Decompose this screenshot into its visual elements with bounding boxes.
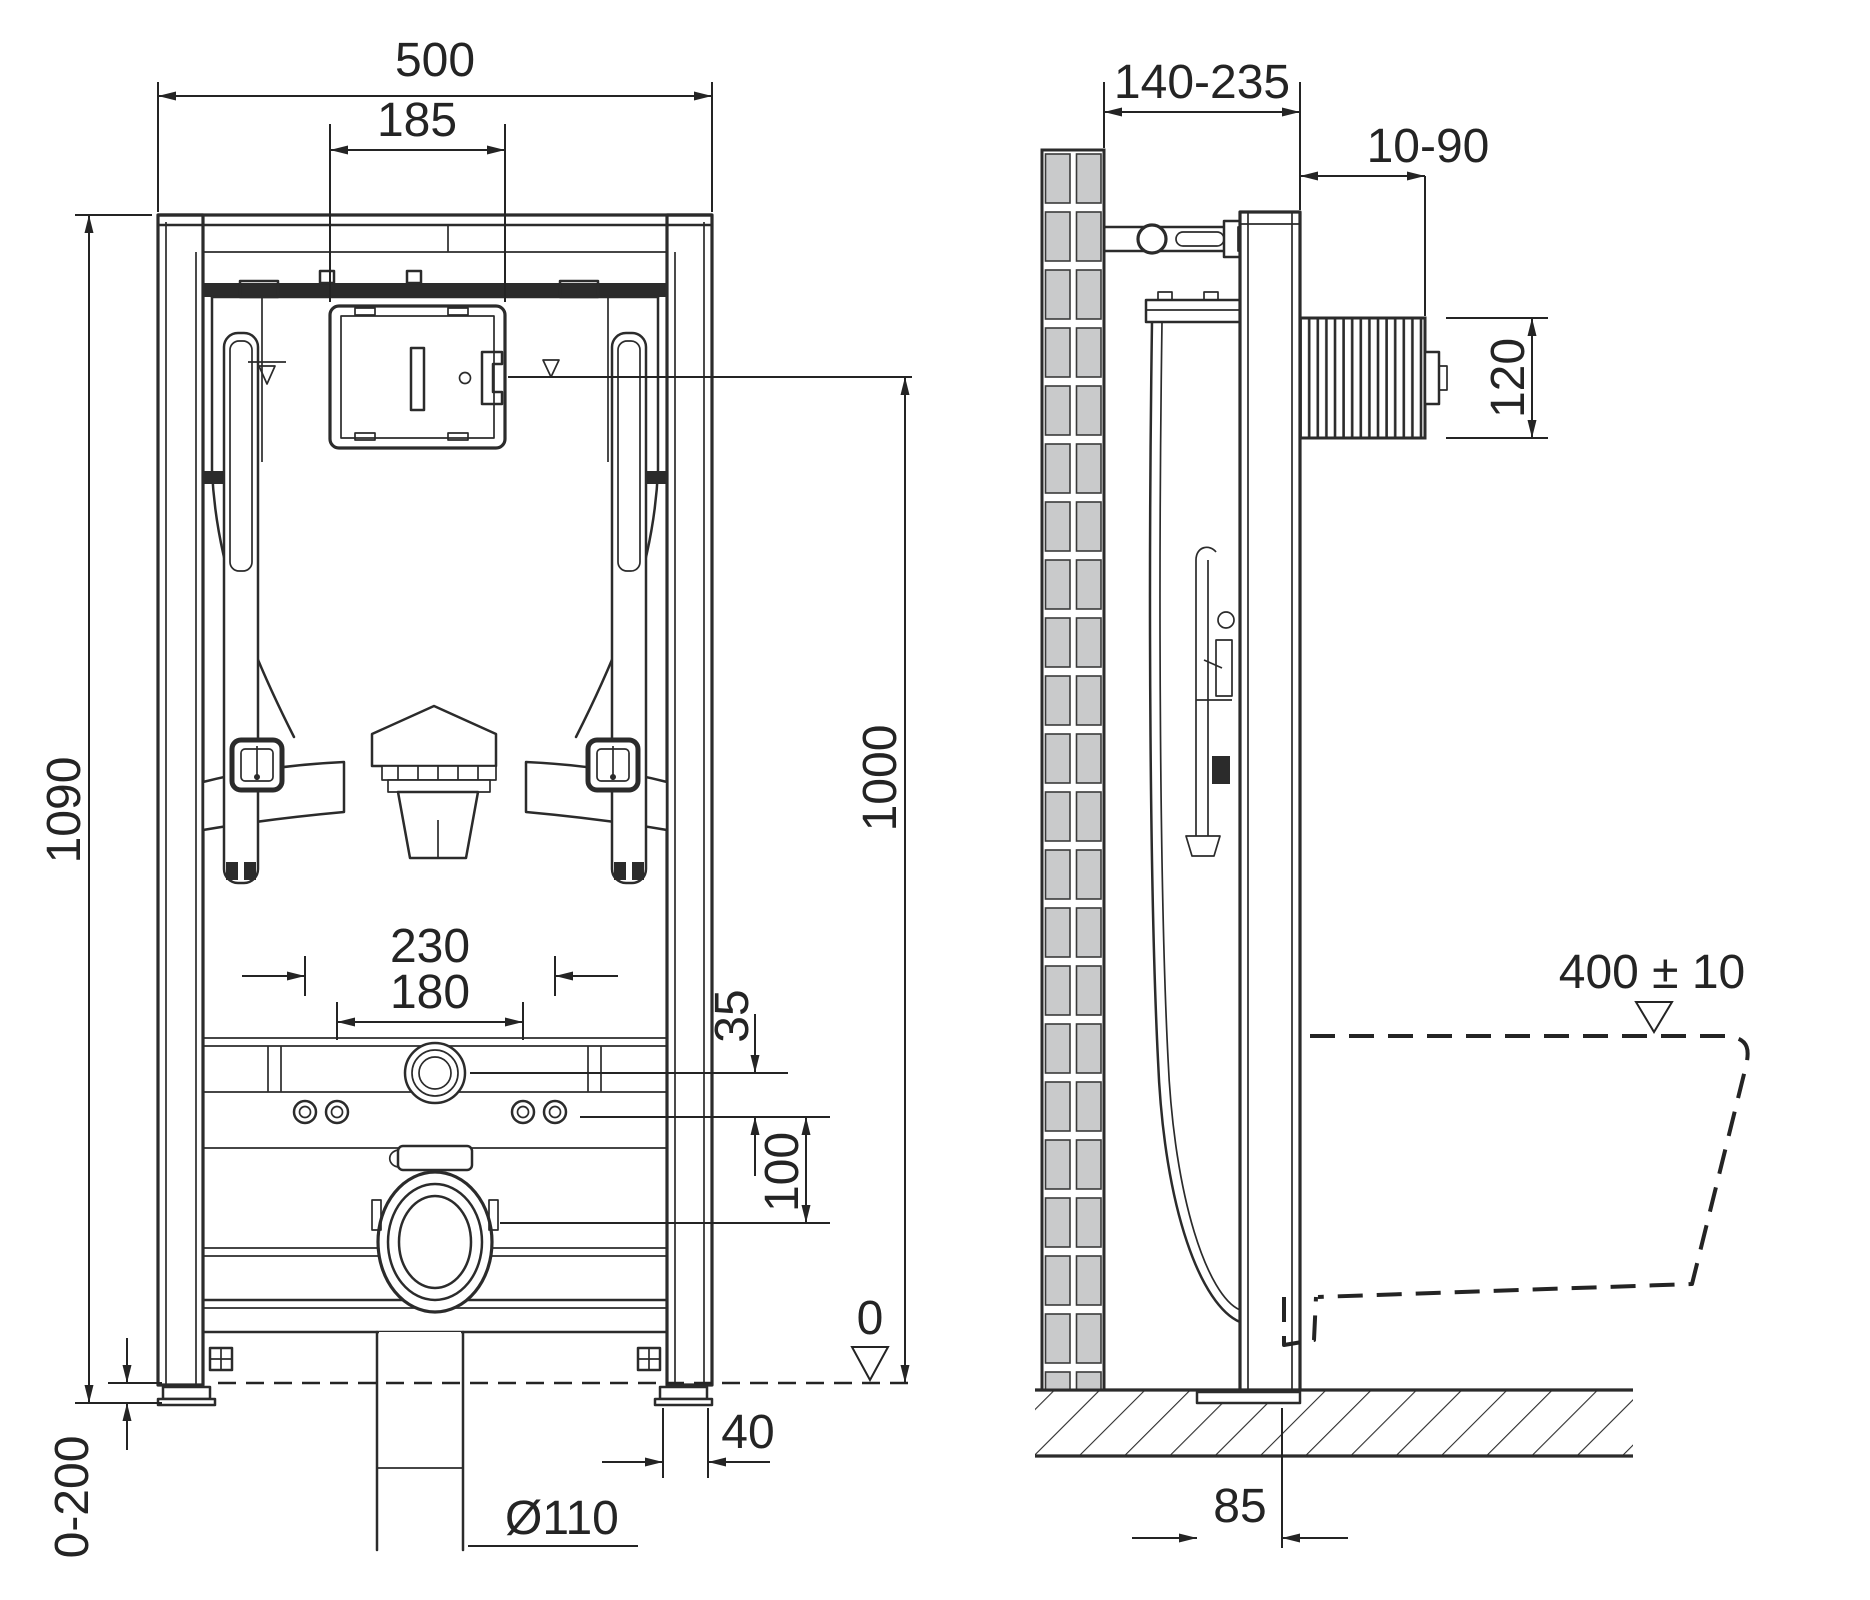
dim-outlet-offset: 85 — [1213, 1480, 1266, 1533]
drain-outlet — [371, 1144, 499, 1314]
toilet-bowl-outline — [1282, 1034, 1750, 1347]
tiled-wall — [1040, 148, 1106, 1392]
alignment-mark-left — [258, 365, 276, 385]
floor-level-symbol-front — [850, 1346, 890, 1383]
fixing-bolt-holes — [292, 1099, 568, 1125]
dim-frame-depth-range: 140-235 — [1114, 56, 1290, 109]
dim-plate-center-height: 1000 — [854, 725, 907, 832]
cistern-tank-side — [1144, 291, 1242, 1324]
frame-rails — [156, 213, 714, 1387]
dim-bowl-seat-height: 400 ± 10 — [1559, 946, 1746, 999]
cistern-mounting-band — [203, 269, 667, 299]
flush-slot — [409, 346, 426, 412]
flush-plate-opening — [248, 304, 560, 450]
leg-adjuster-bolts — [208, 1346, 662, 1372]
floor-slab — [1035, 1388, 1633, 1458]
dim-foot-adjustment: 0-200 — [46, 1436, 99, 1559]
dim-drain-diameter: Ø110 — [505, 1492, 619, 1545]
frame-profile-side — [1195, 210, 1302, 1405]
dim-plate-width: 185 — [377, 94, 457, 147]
dim-wall-finish-range: 10-90 — [1367, 120, 1490, 173]
flush-unit-box — [1298, 316, 1448, 440]
rod-slot — [1175, 231, 1225, 247]
front-view: 500 185 1090 0-200 230 180 — [38, 34, 918, 1558]
frame-feet — [156, 1385, 714, 1407]
flush-button-icon — [1423, 350, 1441, 406]
dim-bracket-spacing-inner: 180 — [390, 966, 470, 1019]
dim-total-height: 1090 — [38, 757, 91, 864]
side-view: 140-235 10-90 120 400 ± 10 85 — [1035, 56, 1750, 1548]
dim-bracket-spacing-outer: 230 — [390, 920, 470, 973]
dim-foot-width: 40 — [721, 1406, 774, 1459]
flush-bend — [370, 704, 498, 860]
dim-flush-unit-height: 120 — [1482, 338, 1535, 418]
fixing-brackets — [229, 737, 641, 793]
dim-inlet-offset: 35 — [706, 989, 759, 1042]
rod-pivot-icon — [1136, 223, 1168, 255]
dim-drain-offset: 100 — [756, 1132, 809, 1212]
dim-floor-level: 0 — [857, 1292, 884, 1345]
dim-total-width: 500 — [395, 34, 475, 87]
plate-pin-hole — [458, 371, 472, 385]
flush-mechanism — [1185, 546, 1235, 857]
water-inlet-connection — [403, 1041, 467, 1105]
drain-pipe — [375, 1330, 465, 1552]
frame-foot-side — [1195, 1390, 1302, 1405]
front-dimensions: 500 185 1090 0-200 230 180 — [38, 34, 912, 1558]
wall-anchor-rod — [1102, 219, 1251, 259]
plate-clamp — [480, 350, 504, 406]
alignment-mark-right — [542, 359, 560, 378]
seat-level-symbol — [1634, 1001, 1674, 1034]
side-dimensions: 140-235 10-90 120 400 ± 10 85 — [1103, 56, 1746, 1548]
